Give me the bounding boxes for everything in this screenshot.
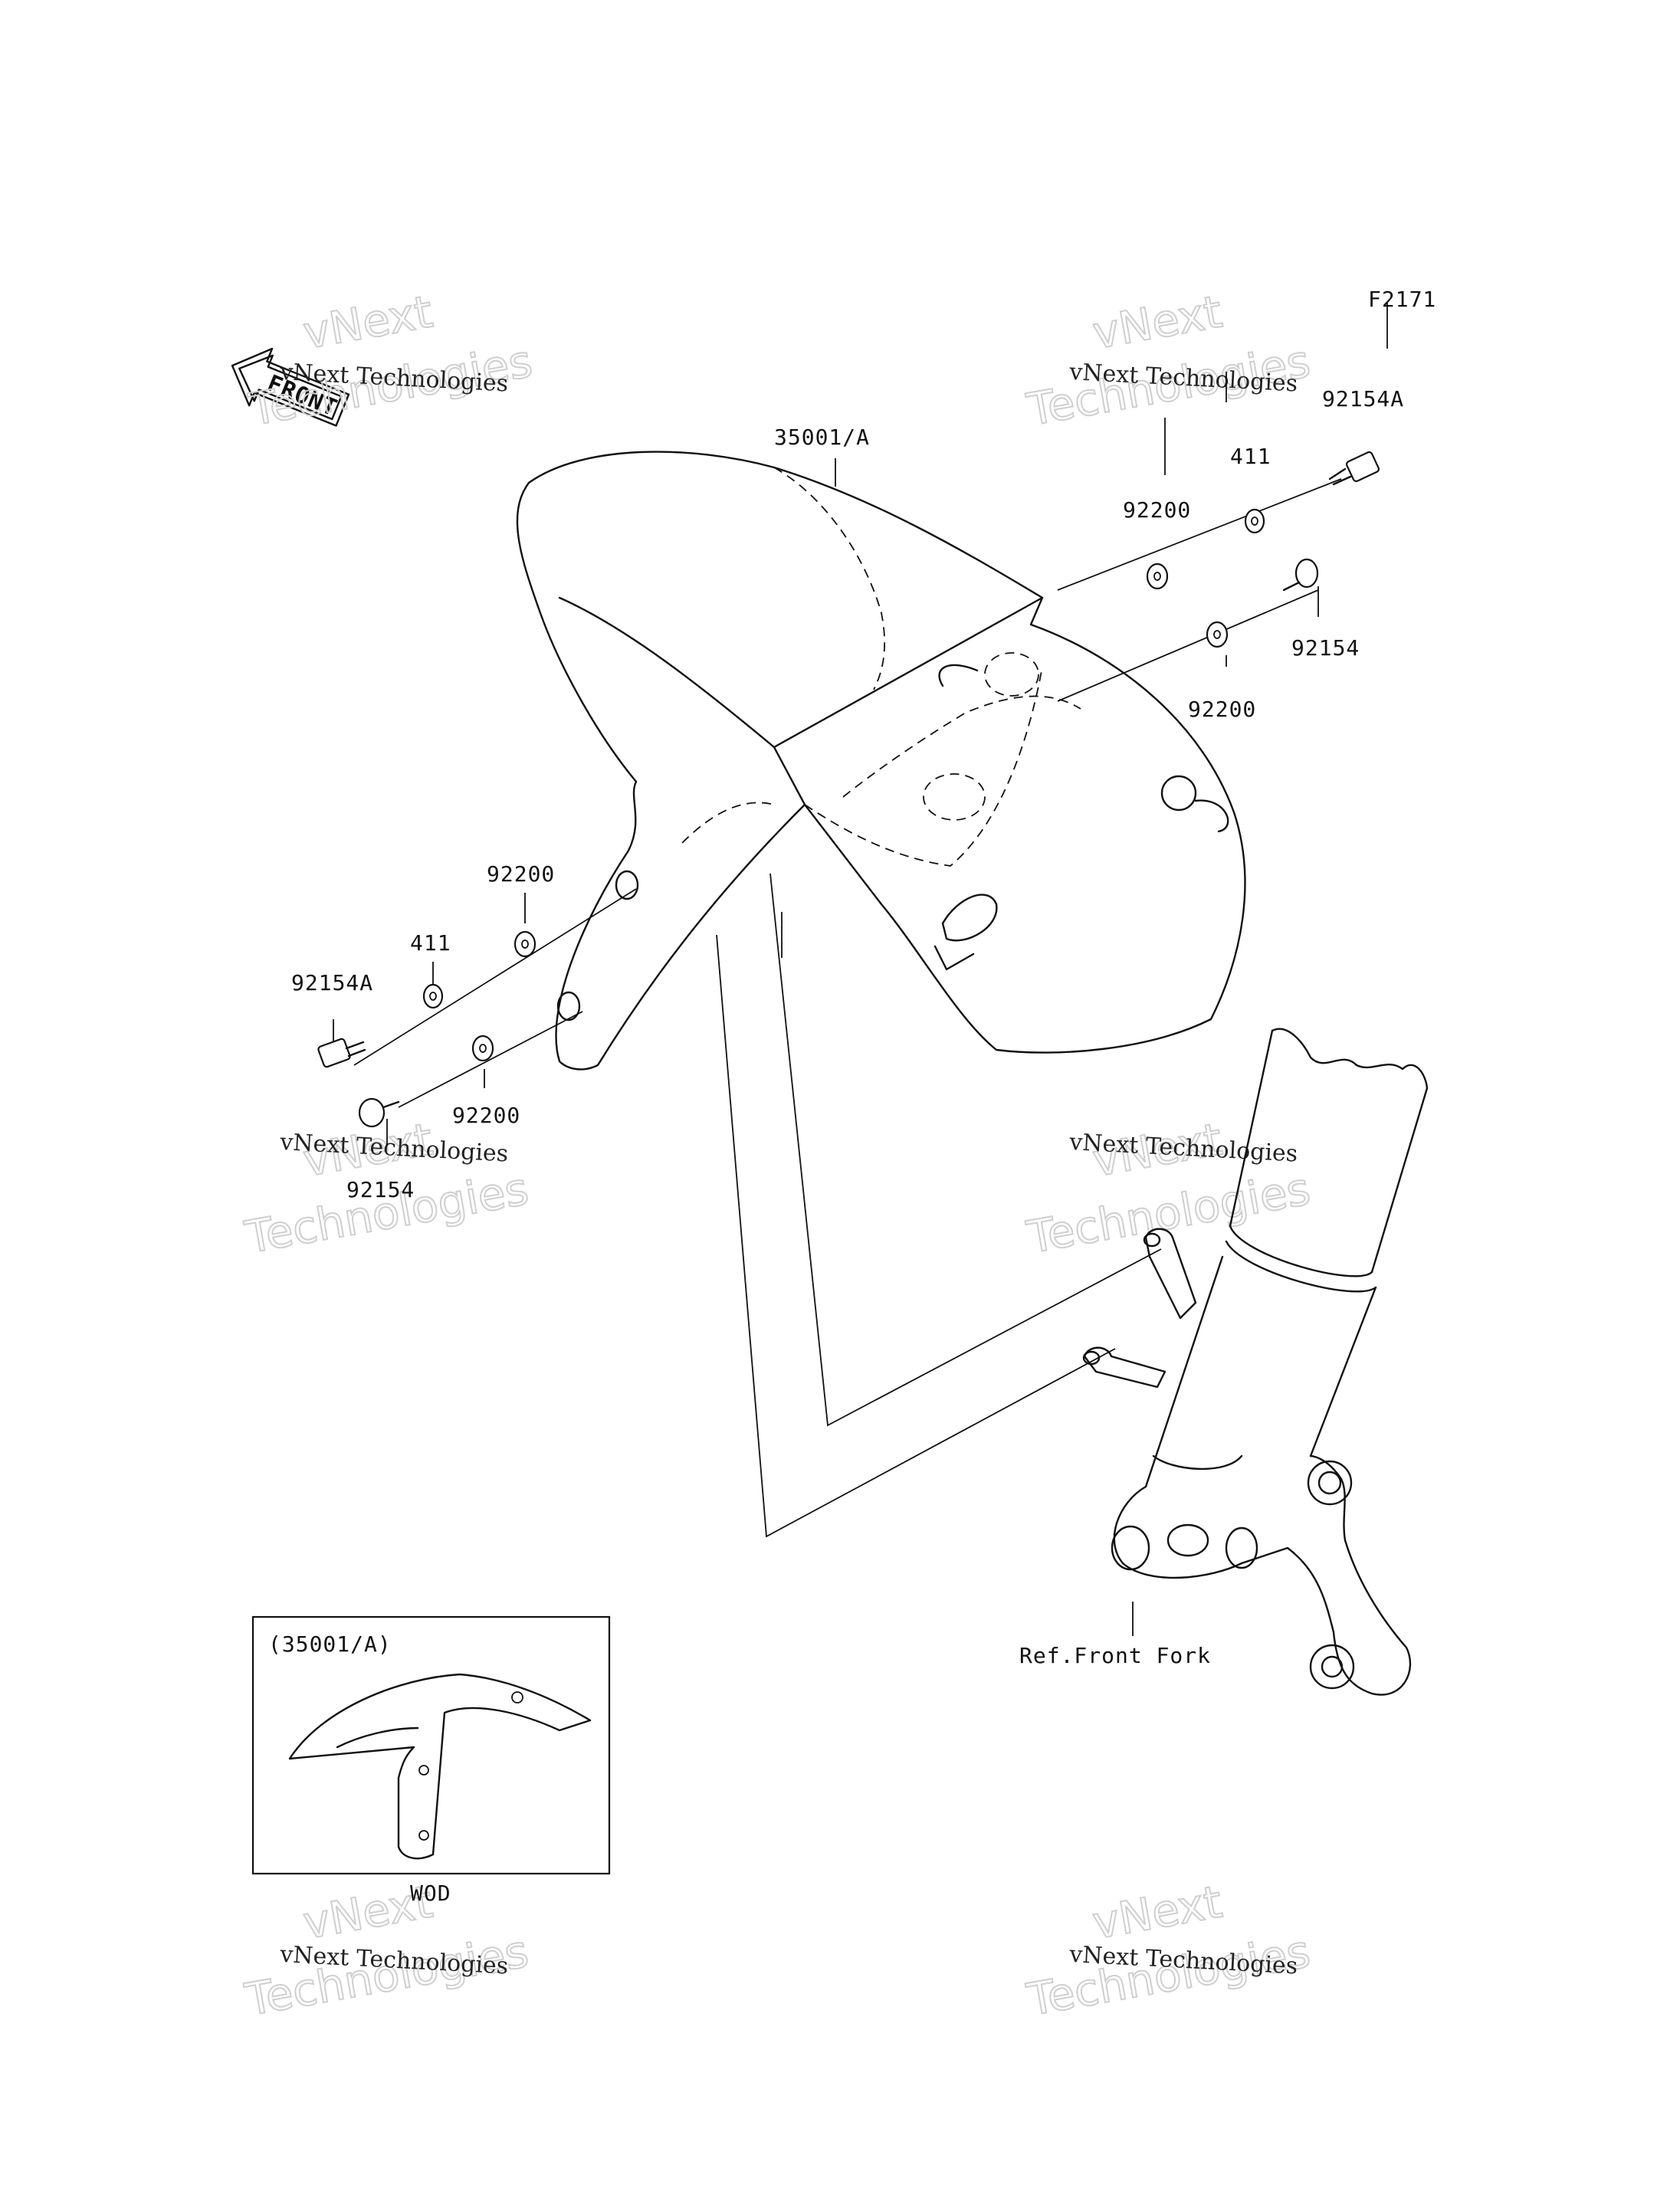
- washer-92200-left-icon: [514, 930, 536, 958]
- bolt-92154a-left-icon: [317, 1038, 366, 1068]
- washer-411-left-icon: [422, 983, 444, 1009]
- diagram-code: F2171: [1368, 287, 1436, 312]
- label-ref-front-fork: Ref.Front Fork: [1019, 1643, 1211, 1668]
- bolt-92154a-right-icon: [1328, 451, 1380, 486]
- label-92200-lower-left: 92200: [452, 1103, 520, 1128]
- label-92154a-right: 92154A: [1322, 386, 1404, 412]
- washer-92200-lower-right-icon: [1206, 621, 1229, 648]
- washer-92200-upper-right-icon: [1146, 562, 1169, 590]
- watermark-bottom-left: vNext Technologies vNext Technologies: [241, 1874, 533, 2027]
- front-fender: [516, 451, 1246, 1071]
- watermark-mid-right: vNext Technologies vNext Technologies: [1022, 1112, 1315, 1264]
- washer-411-right-icon: [1244, 508, 1265, 534]
- label-411-right: 411: [1230, 444, 1271, 469]
- watermark-line1: vNext: [300, 285, 437, 359]
- washer-92200-lower-left-icon: [471, 1035, 494, 1062]
- watermark-line1: vNext: [1089, 285, 1226, 359]
- label-411-left: 411: [410, 930, 451, 956]
- watermark-line1: vNext: [1089, 1875, 1226, 1949]
- label-92154-right: 92154: [1291, 635, 1360, 661]
- label-92200-lower-right: 92200: [1188, 697, 1256, 722]
- label-92200-upper-right: 92200: [1123, 497, 1191, 523]
- inset-title: (35001/A): [268, 1631, 392, 1657]
- inset-caption: WOD: [410, 1881, 451, 1906]
- watermark-top-right: vNext Technologies vNext Technologies: [1022, 284, 1315, 437]
- inset-fender-icon: [288, 1673, 592, 1860]
- front-fork: [1082, 1028, 1429, 1696]
- bolt-92154-left-icon: [358, 1097, 400, 1128]
- watermark-top-left: vNext Technologies vNext Technologies: [244, 284, 537, 437]
- label-92154-left: 92154: [346, 1177, 415, 1202]
- label-92154a-left: 92154A: [291, 970, 373, 995]
- watermark-line2: Technologies: [1023, 1162, 1314, 1264]
- label-92200-left: 92200: [487, 861, 555, 887]
- inset-box: (35001/A) WOD: [251, 1615, 611, 1906]
- label-fender: 35001/A: [774, 425, 870, 450]
- watermark-bottom-right: vNext Technologies vNext Technologies: [1022, 1874, 1315, 2027]
- leader-lines: [333, 303, 1388, 1636]
- bolt-92154-right-icon: [1282, 558, 1319, 592]
